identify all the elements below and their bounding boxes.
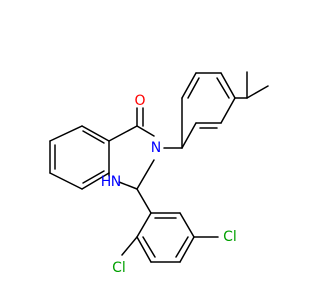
bond-aryl2-2-inner: [142, 236, 156, 258]
chlorine-atom-label-para: Cl: [223, 229, 237, 245]
bond-aryl2-2: [136, 236, 152, 263]
bond-n3-c2: [136, 159, 155, 190]
bond-cl-ortho: [121, 236, 138, 256]
bond-c7-c8: [81, 172, 110, 190]
bond-c4-n3: [136, 125, 155, 137]
bond-aryl-3: [220, 97, 236, 124]
bond-aryl2-4: [179, 236, 195, 263]
bond-aryl-1: [181, 122, 197, 149]
bond-aryl2-5: [179, 212, 195, 238]
bond-c7-c8-inner: [82, 170, 105, 184]
bond-c2-aryl: [136, 188, 152, 214]
bond-isopropyl-2: [246, 85, 269, 99]
bond-aryl-4-inner: [216, 77, 230, 99]
bond-aryl2-4-inner: [175, 236, 189, 258]
oxygen-atom-label: O: [134, 93, 145, 109]
bond-c8a-c4: [108, 125, 138, 142]
bond-c8a-c4a-inner: [82, 130, 105, 144]
bond-aryl-6: [181, 72, 197, 99]
bond-layer: [49, 71, 269, 263]
nitrogen-atom-label-n3: N: [151, 140, 161, 156]
bond-aryl-6-inner: [187, 77, 200, 99]
bond-c8a-c4a: [81, 125, 110, 142]
nitrogen-atom-label-n1: N: [111, 174, 121, 190]
bond-c6-c7: [49, 172, 83, 190]
bond-c4a-c5: [49, 125, 83, 142]
hydrogen-atom-label: H: [101, 174, 112, 190]
bond-aryl2-1: [136, 212, 152, 238]
atom-label-layer: O N H N Cl Cl: [101, 93, 237, 276]
bond-c2-n1: [118, 181, 138, 190]
bond-aryl-4: [220, 72, 236, 99]
chlorine-atom-label-ortho: Cl: [112, 260, 126, 276]
molecule-structure: O N H N Cl Cl: [49, 71, 269, 276]
